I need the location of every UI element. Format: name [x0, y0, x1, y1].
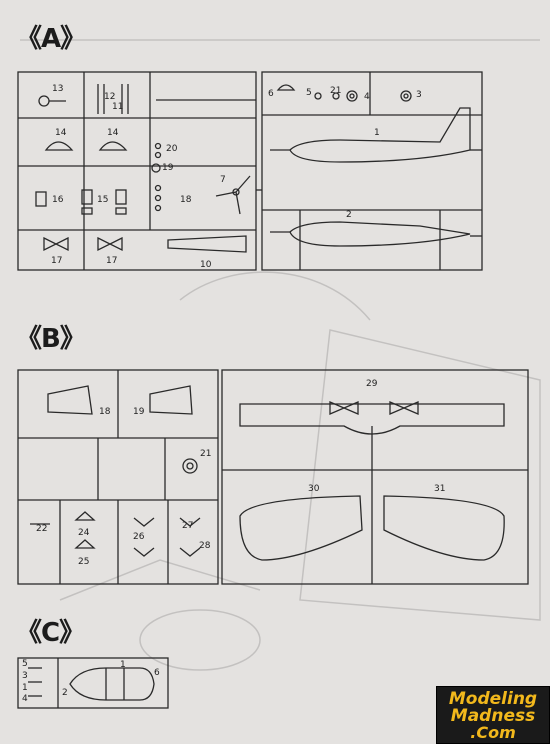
part-number-a6: 6 [268, 89, 274, 99]
part-number-a18: 18 [180, 195, 192, 205]
part-number-a10: 10 [200, 260, 212, 270]
part-number-a21: 21 [330, 86, 342, 96]
part-number-c3: 3 [22, 671, 28, 681]
part-number-a12: 12 [104, 92, 116, 102]
part-number-a20: 20 [166, 144, 178, 154]
part-number-b19: 19 [133, 407, 145, 417]
logo-line-1: Modeling [448, 689, 538, 709]
section-c-label: 《C》 [16, 618, 85, 648]
part-number-c1-canopy: 1 [120, 660, 126, 670]
part-number-b22: 22 [36, 524, 48, 534]
section-a-label: 《A》 [16, 24, 86, 54]
part-number-a16: 16 [52, 195, 64, 205]
logo-line-2: Madness [450, 706, 536, 726]
part-number-a17-right: 17 [106, 256, 118, 266]
part-number-a19: 19 [162, 163, 174, 173]
part-number-a14-right: 14 [107, 128, 119, 138]
part-number-a4: 4 [364, 92, 370, 102]
part-number-a14-left: 14 [55, 128, 67, 138]
part-number-b24: 24 [78, 528, 90, 538]
part-number-c4: 4 [22, 694, 28, 704]
section-b-label: 《B》 [16, 324, 86, 354]
part-number-c1-left: 1 [22, 683, 28, 693]
part-number-b21: 21 [200, 449, 212, 459]
part-number-b30: 30 [308, 484, 320, 494]
part-number-a17-left: 17 [51, 256, 63, 266]
part-number-c5: 5 [22, 659, 28, 669]
part-number-a3: 3 [416, 90, 422, 100]
part-number-a15: 15 [97, 195, 109, 205]
part-number-b31: 31 [434, 484, 446, 494]
part-number-c2: 2 [62, 688, 68, 698]
part-number-a5: 5 [306, 88, 312, 98]
part-number-a7: 7 [220, 175, 226, 185]
part-number-b18: 18 [99, 407, 111, 417]
part-number-b28: 28 [199, 541, 211, 551]
part-number-a1: 1 [374, 128, 380, 138]
part-number-b25: 25 [78, 557, 90, 567]
part-number-a2: 2 [346, 210, 352, 220]
logo-line-3: .Com [470, 723, 516, 742]
part-number-a13: 13 [52, 84, 64, 94]
part-number-b27: 27 [182, 521, 194, 531]
part-number-b26: 26 [133, 532, 145, 542]
modeling-madness-logo: Modeling Madness .Com [436, 686, 550, 744]
part-number-b29: 29 [366, 379, 378, 389]
part-number-c6: 6 [154, 668, 160, 678]
part-number-a11: 11 [112, 102, 124, 112]
